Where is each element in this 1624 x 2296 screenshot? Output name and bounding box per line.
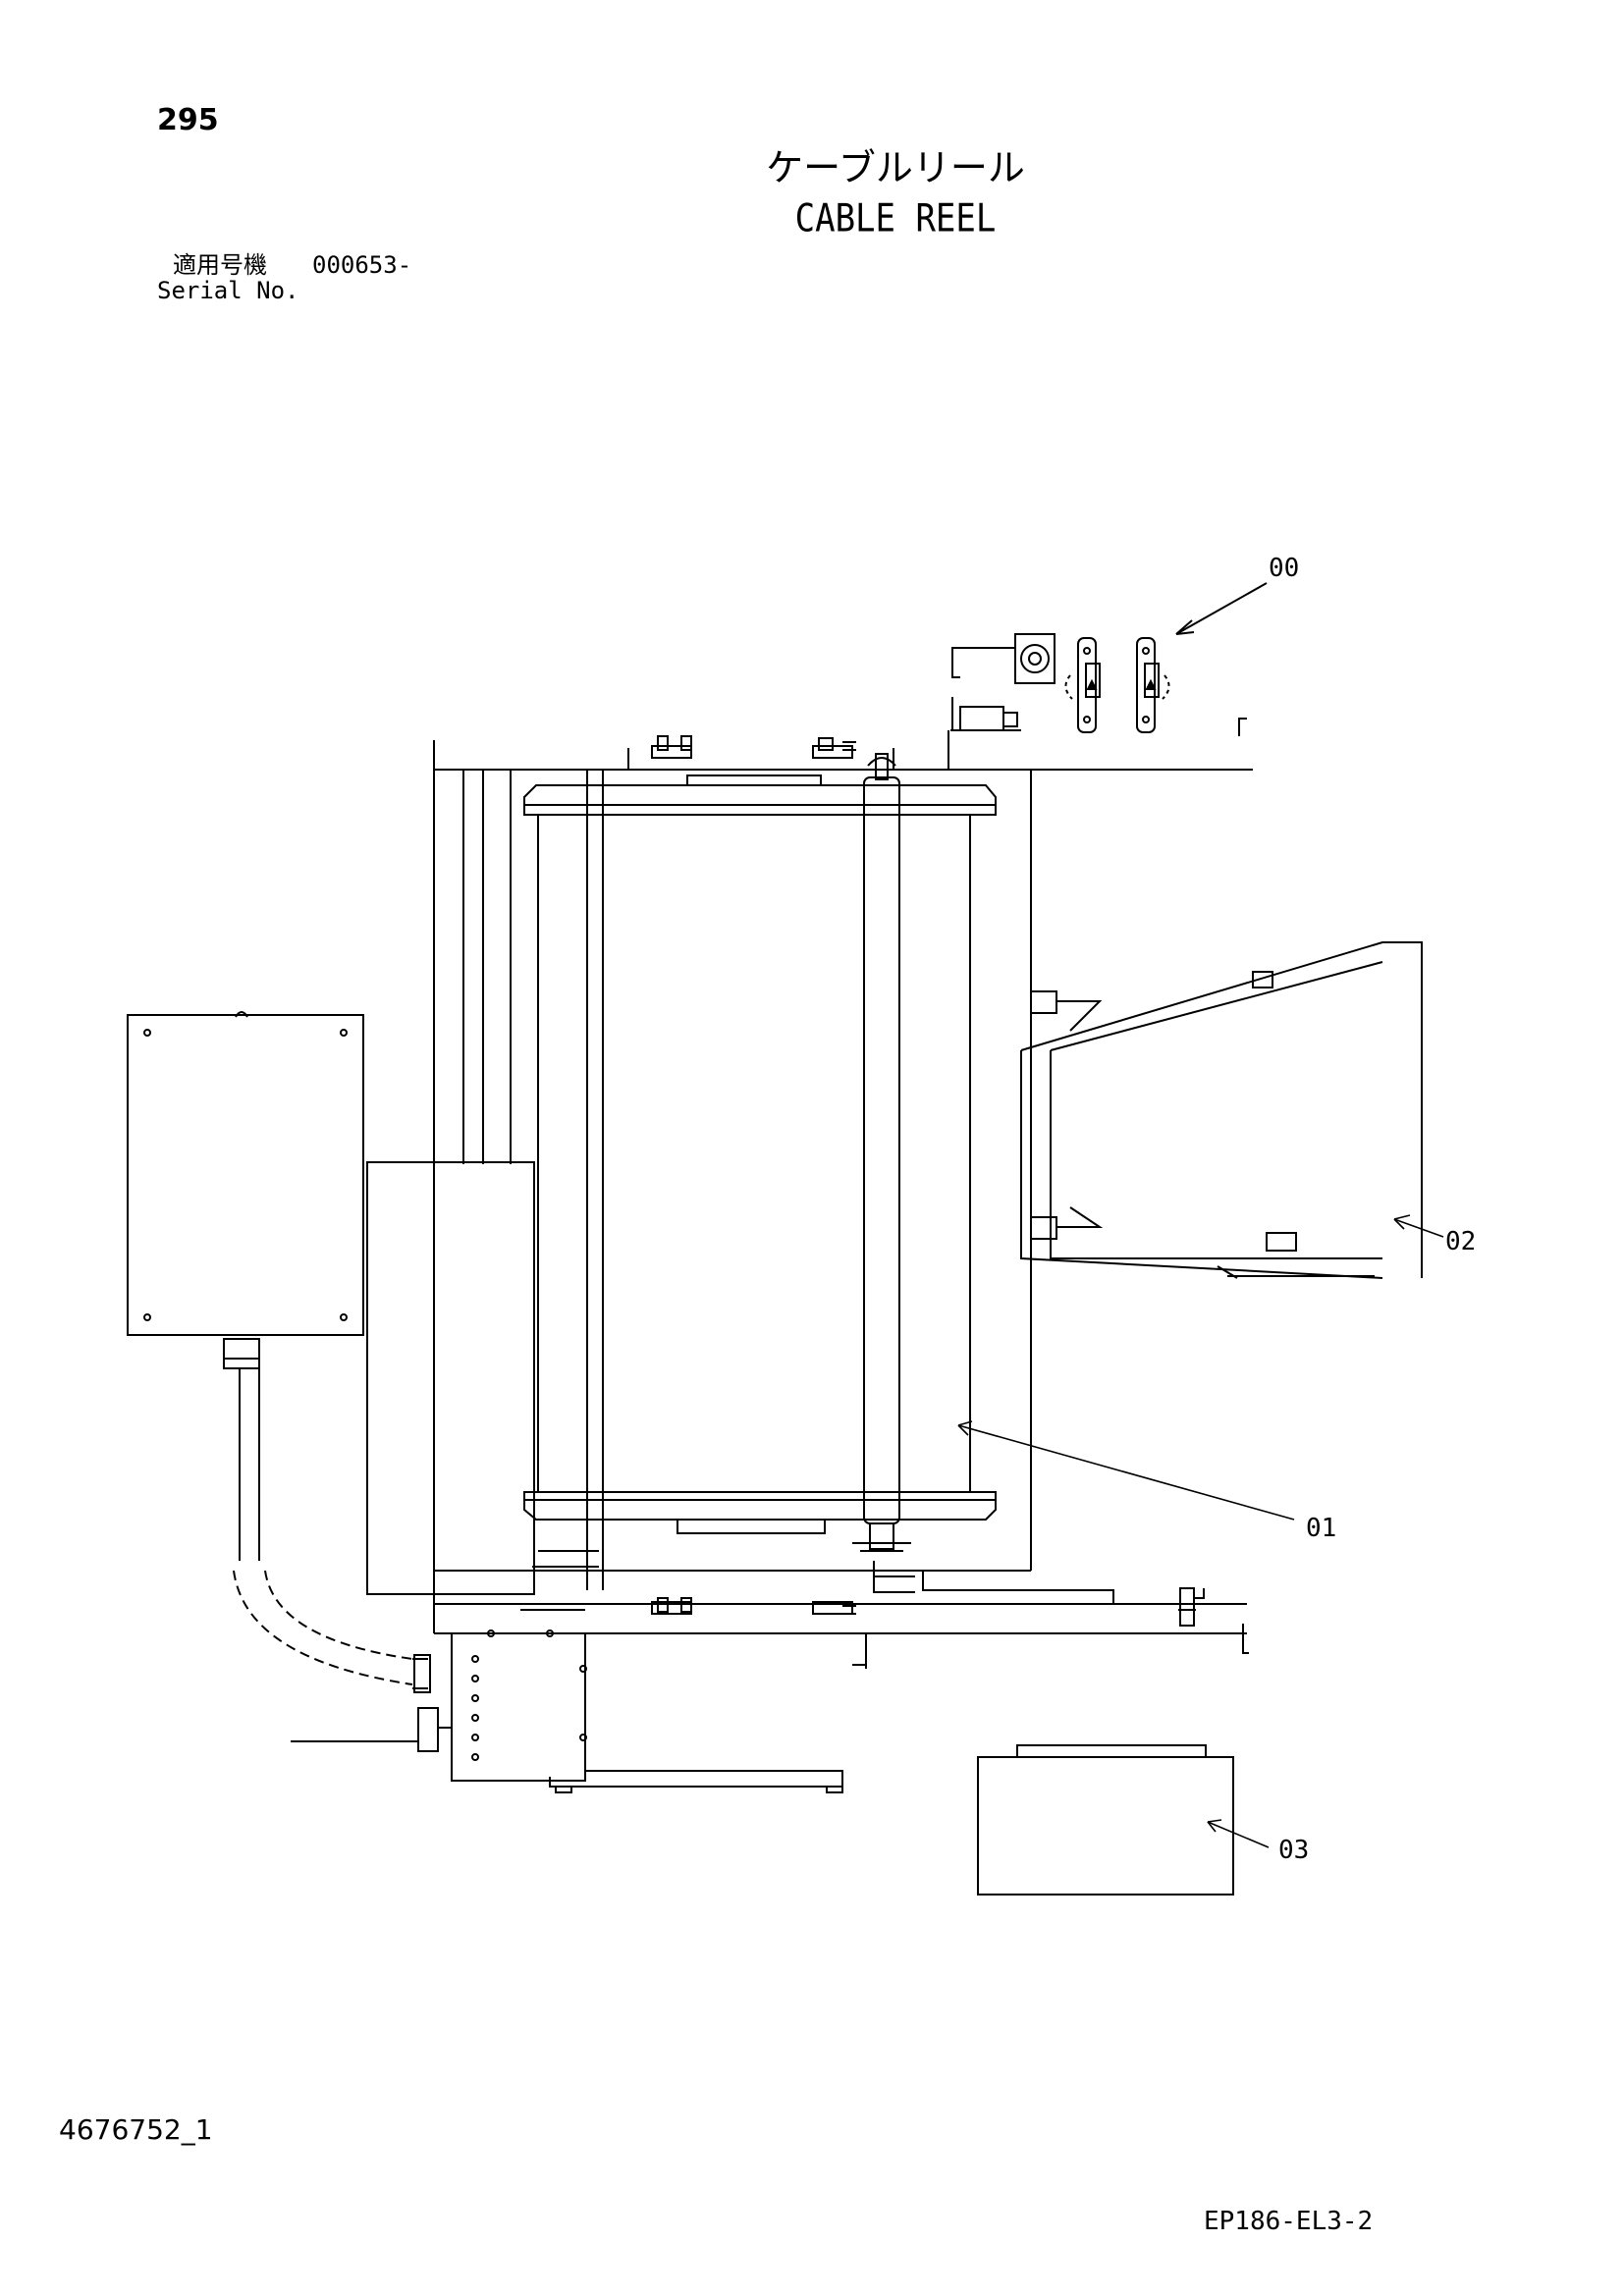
battery-box: [977, 1744, 1234, 1896]
callout-03: 03: [1278, 1836, 1310, 1865]
drawing-code: EP186-EL3-2: [1204, 2207, 1374, 2236]
serial-value: 000653-: [312, 251, 412, 279]
cable-guide: [1020, 941, 1423, 1279]
junction-box: [291, 1629, 843, 1793]
serial-label-english: Serial No.: [157, 277, 299, 304]
serial-label-japanese: 適用号機: [173, 251, 267, 279]
callout-00: 00: [1269, 554, 1300, 583]
callout-02: 02: [1445, 1227, 1477, 1256]
document-number: 4676752_1: [59, 2113, 213, 2146]
page-number: 295: [157, 103, 219, 137]
top-components: [947, 582, 1268, 770]
title-japanese: ケーブルリール: [766, 146, 1025, 189]
main-frame: [433, 735, 1253, 1669]
callout-01: 01: [1306, 1514, 1337, 1543]
leader-lines: [957, 1214, 1444, 1848]
reel-drum: [520, 753, 997, 1611]
electrical-cabinet: [127, 1011, 535, 1685]
title-english: CABLE REEL: [794, 196, 997, 241]
